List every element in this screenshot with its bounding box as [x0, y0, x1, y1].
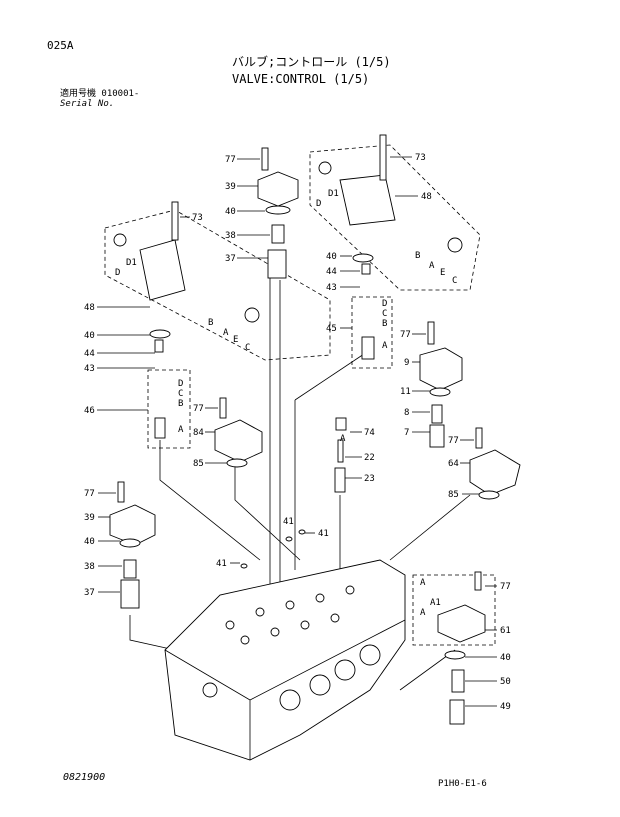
- drawing-number: 0821900: [63, 772, 106, 783]
- callout-44: 44: [84, 349, 95, 359]
- callout-40: 40: [500, 653, 511, 663]
- callout-D1: D1: [126, 258, 137, 268]
- callout-77: 77: [448, 436, 459, 446]
- callout-C: C: [452, 276, 457, 286]
- callout-48: 48: [84, 303, 95, 313]
- small-parts: [113, 134, 500, 725]
- callout-9: 9: [404, 358, 409, 368]
- callout-38: 38: [225, 231, 236, 241]
- callout-A: A: [420, 578, 426, 588]
- callout-39: 39: [84, 513, 95, 523]
- callout-B: B: [178, 399, 183, 409]
- callout-74: 74: [364, 428, 375, 438]
- callout-A: A: [340, 434, 346, 444]
- callout-64: 64: [448, 459, 459, 469]
- callout-B: B: [208, 318, 213, 328]
- callout-D: D: [178, 379, 183, 389]
- callout-77: 77: [225, 155, 236, 165]
- callout-A: A: [178, 425, 184, 435]
- callout-73: 73: [192, 213, 203, 223]
- callout-77: 77: [84, 489, 95, 499]
- page-reference: P1H0-E1-6: [438, 779, 487, 789]
- callout-40: 40: [225, 207, 236, 217]
- callout-A: A: [420, 608, 426, 618]
- callout-37: 37: [84, 588, 95, 598]
- callout-A: A: [429, 261, 435, 271]
- callout-D: D: [115, 268, 120, 278]
- callout-B: B: [382, 319, 387, 329]
- callout-50: 50: [500, 677, 511, 687]
- callout-8: 8: [404, 408, 409, 418]
- callout-A: A: [223, 328, 229, 338]
- callout-40: 40: [84, 537, 95, 547]
- callout-C: C: [382, 309, 387, 319]
- serial-label: Serial No.: [60, 99, 115, 109]
- callout-38: 38: [84, 562, 95, 572]
- valve-body: [164, 559, 406, 761]
- assembly-lines: [129, 275, 471, 691]
- callout-43: 43: [326, 283, 337, 293]
- callout-43: 43: [84, 364, 95, 374]
- callout-C: C: [178, 389, 183, 399]
- callout-41: 41: [283, 517, 294, 527]
- leader-lines: [97, 156, 497, 707]
- callout-7: 7: [404, 428, 409, 438]
- callout-49: 49: [500, 702, 511, 712]
- callout-61: 61: [500, 626, 511, 636]
- callout-37: 37: [225, 254, 236, 264]
- page-title: VALVE:CONTROL (1/5): [232, 72, 370, 86]
- callout-84: 84: [193, 428, 204, 438]
- callout-77: 77: [193, 404, 204, 414]
- callout-A: A: [382, 341, 388, 351]
- callout-E: E: [440, 268, 445, 278]
- callout-45: 45: [326, 324, 337, 334]
- page-title-japanese: バルブ;コントロール (1/5): [232, 55, 391, 69]
- callout-77: 77: [500, 582, 511, 592]
- callout-11: 11: [400, 387, 411, 397]
- callout-44: 44: [326, 267, 337, 277]
- callout-C: C: [245, 343, 250, 353]
- callout-D: D: [382, 299, 387, 309]
- callout-46: 46: [84, 406, 95, 416]
- callout-41: 41: [216, 559, 227, 569]
- serial-label-japanese: 適用号機 010001-: [60, 89, 140, 99]
- callout-22: 22: [364, 453, 375, 463]
- callout-77: 77: [400, 330, 411, 340]
- callout-D1: D1: [328, 189, 339, 199]
- callout-A1: A1: [430, 598, 441, 608]
- callout-85: 85: [193, 459, 204, 469]
- callout-85: 85: [448, 490, 459, 500]
- callout-40: 40: [84, 331, 95, 341]
- callout-39: 39: [225, 182, 236, 192]
- callout-D: D: [316, 199, 321, 209]
- callout-23: 23: [364, 474, 375, 484]
- page-code: 025A: [47, 39, 74, 52]
- callout-labels: 77 39 40 38 37 73 48 40 44 43 45 73 48 4…: [84, 153, 511, 712]
- callout-E: E: [233, 335, 238, 345]
- callout-41: 41: [318, 529, 329, 539]
- callout-48: 48: [421, 192, 432, 202]
- callout-40: 40: [326, 252, 337, 262]
- callout-B: B: [415, 251, 420, 261]
- callout-73: 73: [415, 153, 426, 163]
- cover-blocks: [109, 171, 521, 643]
